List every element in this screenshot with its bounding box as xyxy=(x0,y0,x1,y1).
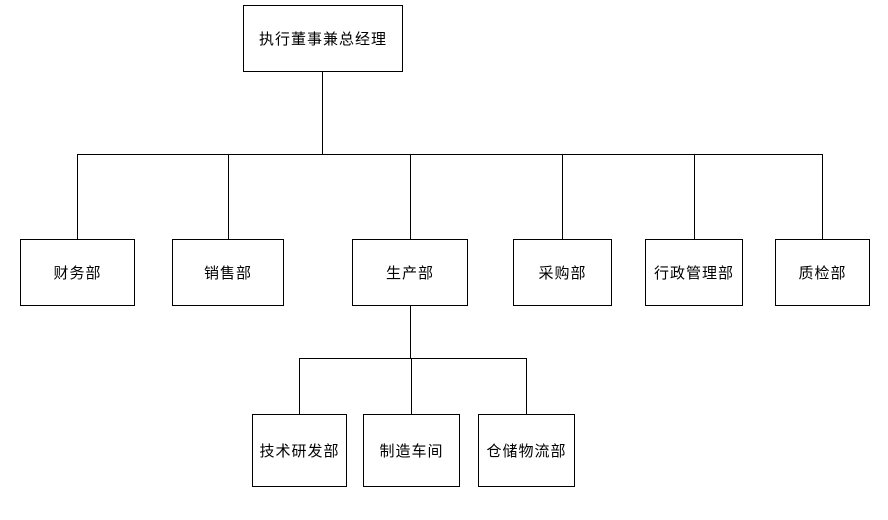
org-node-purchasing-label: 采购部 xyxy=(538,265,587,282)
org-node-rnd: 技术研发部 xyxy=(252,414,347,487)
org-node-root: 执行董事兼总经理 xyxy=(243,5,403,72)
org-node-logistics-label: 仓储物流部 xyxy=(486,443,567,460)
org-node-root-label: 执行董事兼总经理 xyxy=(258,31,387,48)
connector-drop-qc xyxy=(822,154,823,239)
org-node-sales-label: 销售部 xyxy=(203,265,252,282)
org-node-admin: 行政管理部 xyxy=(645,239,743,306)
connector-drop-rnd xyxy=(299,358,300,414)
org-node-production-label: 生产部 xyxy=(385,265,434,282)
connector-drop-logistics xyxy=(526,358,527,414)
org-node-production: 生产部 xyxy=(352,239,468,306)
org-node-logistics: 仓储物流部 xyxy=(478,414,575,487)
connector-drop-purchasing xyxy=(562,154,563,239)
connector-drop-sales xyxy=(228,154,229,239)
connector-production-stem xyxy=(410,306,411,358)
connector-root-stem xyxy=(322,72,323,154)
connector-drop-admin xyxy=(694,154,695,239)
org-node-workshop: 制造车间 xyxy=(363,414,460,487)
connector-level2-rail xyxy=(77,154,823,155)
connector-drop-workshop xyxy=(411,358,412,414)
org-node-purchasing: 采购部 xyxy=(513,239,612,306)
org-node-finance-label: 财务部 xyxy=(53,265,102,282)
org-node-sales: 销售部 xyxy=(172,239,284,306)
connector-drop-production xyxy=(410,154,411,239)
org-node-finance: 财务部 xyxy=(20,239,135,306)
org-node-qc: 质检部 xyxy=(775,239,870,306)
org-node-admin-label: 行政管理部 xyxy=(653,265,734,282)
connector-drop-finance xyxy=(77,154,78,239)
connector-level3-rail xyxy=(299,358,527,359)
org-node-qc-label: 质检部 xyxy=(798,265,847,282)
org-node-workshop-label: 制造车间 xyxy=(379,443,444,460)
org-node-rnd-label: 技术研发部 xyxy=(259,443,340,460)
